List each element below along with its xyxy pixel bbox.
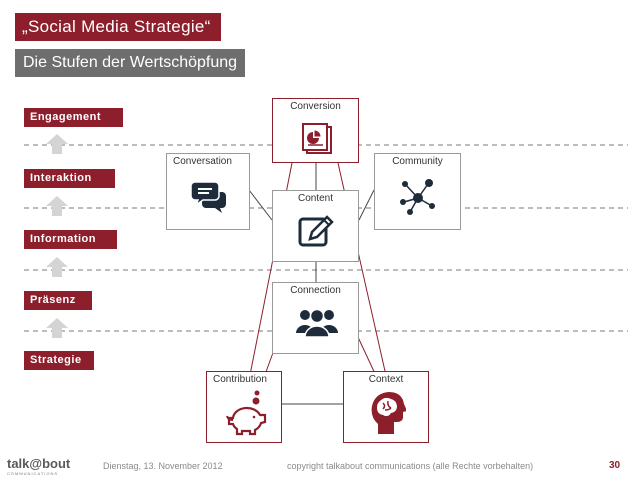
box-community: Community xyxy=(374,153,461,230)
presentation-icon xyxy=(302,123,332,154)
slide-subtitle: Die Stufen der Wertschöpfung xyxy=(15,49,246,77)
connector-line xyxy=(248,189,273,221)
box-label: Community xyxy=(392,156,443,167)
page-number: 30 xyxy=(609,460,621,471)
box-label: Context xyxy=(368,374,404,385)
up-arrow-icon xyxy=(46,257,68,277)
level-praesenz: Präsenz xyxy=(24,291,92,310)
level-strategie: Strategie xyxy=(24,351,94,370)
box-content: Content xyxy=(272,190,359,262)
up-arrow-icon xyxy=(46,134,68,154)
chat-bubbles-icon xyxy=(190,181,226,213)
footer-copyright: copyright talkabout communications (alle… xyxy=(287,461,534,471)
level-engagement: Engagement xyxy=(24,108,123,127)
talkabout-logo-subtitle: COMMUNICATIONS xyxy=(7,471,59,476)
box-contribution: Contribution xyxy=(206,371,282,443)
box-label: Contribution xyxy=(213,374,267,385)
level-interaktion: Interaktion xyxy=(24,169,115,188)
group-icon xyxy=(296,308,338,338)
brain-head-icon xyxy=(371,392,406,434)
box-label: Conversion xyxy=(290,101,341,112)
box-label: Connection xyxy=(290,285,341,296)
edit-icon xyxy=(298,215,334,247)
box-context: Context xyxy=(343,371,429,443)
piggy-bank-icon xyxy=(226,390,267,436)
footer-date: Dienstag, 13. November 2012 xyxy=(103,461,223,471)
talkabout-logo: talk@bout xyxy=(7,456,71,471)
box-conversation: Conversation xyxy=(166,153,250,230)
level-information: Information xyxy=(24,230,117,249)
box-conversion: Conversion xyxy=(272,98,359,163)
network-icon xyxy=(400,179,435,215)
up-arrow-icon xyxy=(46,196,68,216)
box-label: Content xyxy=(297,193,334,204)
box-connection: Connection xyxy=(272,282,359,354)
slide-title: „Social Media Strategie“ xyxy=(15,13,221,41)
box-label: Conversation xyxy=(173,156,232,167)
connector-line xyxy=(358,189,375,221)
up-arrow-icon xyxy=(46,318,68,338)
